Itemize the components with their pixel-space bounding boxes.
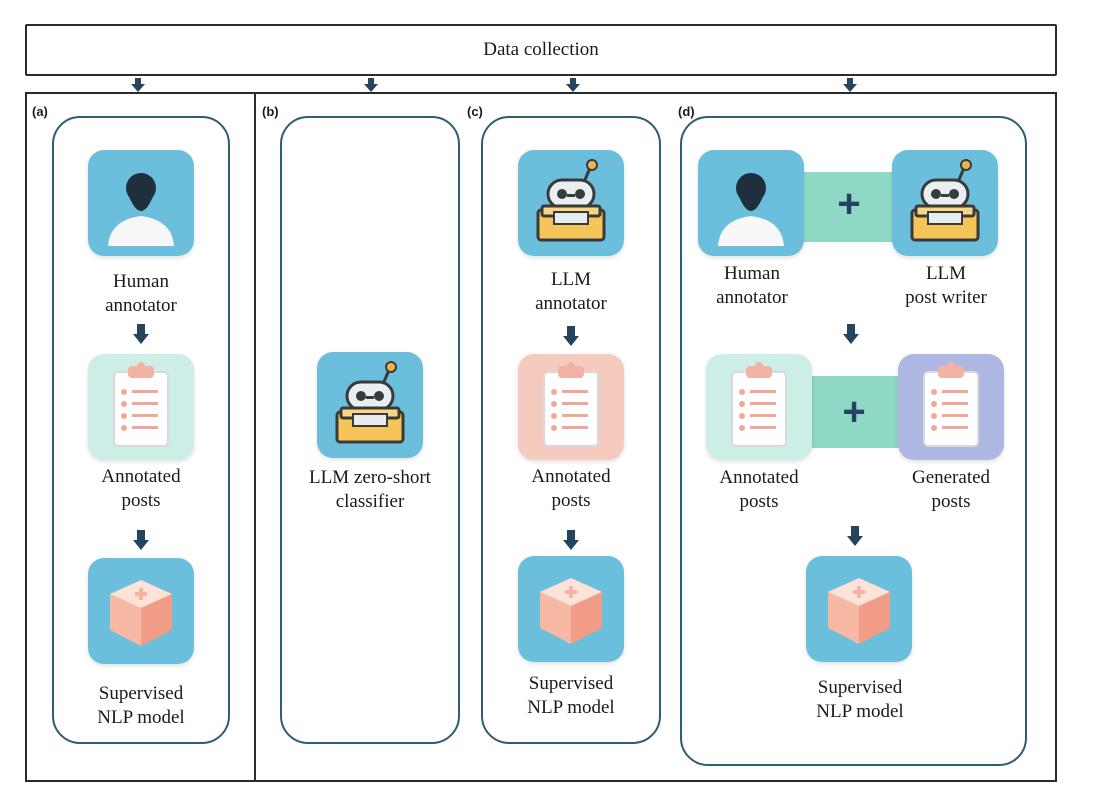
- data-collection-box: Data collection: [25, 24, 1057, 76]
- panel-c-label: (c): [467, 104, 483, 119]
- cube-icon: [806, 556, 912, 662]
- arrow-down-icon: [566, 78, 580, 92]
- arrow-down-icon: [131, 78, 145, 92]
- panel-d-annotated-caption: Annotated posts: [719, 467, 799, 512]
- panel-c-posts-caption: Annotated posts: [531, 466, 611, 511]
- clipboard-icon: [898, 354, 1004, 460]
- generated-posts-tile: [898, 354, 1004, 460]
- panel-d-generated-caption: Generated posts: [911, 467, 991, 512]
- panel-a-posts-caption: Annotated posts: [101, 466, 181, 511]
- human-annotator-tile: [88, 150, 194, 256]
- arrow-down-icon: [133, 530, 149, 550]
- cube-icon: [518, 556, 624, 662]
- arrow-down-icon: [133, 324, 149, 344]
- robot-icon: [518, 150, 624, 256]
- cube-icon: [88, 558, 194, 664]
- annotated-posts-tile: [88, 354, 194, 460]
- panel-a: [52, 116, 230, 744]
- robot-icon: [892, 150, 998, 256]
- robot-icon: [317, 352, 423, 458]
- panel-b-label: (b): [262, 104, 279, 119]
- person-icon: [88, 150, 194, 256]
- nlp-model-tile: [806, 556, 912, 662]
- clipboard-icon: [88, 354, 194, 460]
- panel-d-label: (d): [678, 104, 695, 119]
- arrow-down-icon: [364, 78, 378, 92]
- plus-icon: +: [842, 390, 866, 434]
- panel-c-annotator-caption: LLM annotator: [535, 269, 607, 314]
- data-collection-title: Data collection: [483, 39, 599, 60]
- panel-d-human-caption: Human annotator: [716, 263, 788, 308]
- panel-b: [280, 116, 460, 744]
- llm-classifier-tile: [317, 352, 423, 458]
- human-annotator-tile: [698, 150, 804, 256]
- panel-c: [481, 116, 661, 744]
- arrow-down-icon: [563, 326, 579, 346]
- plus-icon: +: [837, 182, 861, 226]
- panel-a-model-caption: Supervised NLP model: [97, 683, 185, 728]
- panel-b-classifier-caption: LLM zero-short classifier: [309, 467, 431, 512]
- panel-a-label: (a): [32, 104, 48, 119]
- panel-d-llm-caption: LLM post writer: [905, 263, 987, 308]
- panel-d: [680, 116, 1027, 766]
- clipboard-icon: [518, 354, 624, 460]
- arrow-down-icon: [563, 530, 579, 550]
- nlp-model-tile: [518, 556, 624, 662]
- combine-band: [798, 376, 910, 448]
- clipboard-icon: [706, 354, 812, 460]
- panel-c-model-caption: Supervised NLP model: [527, 673, 615, 718]
- annotated-posts-tile: [518, 354, 624, 460]
- combine-band: [790, 172, 910, 242]
- arrow-down-icon: [847, 526, 863, 546]
- llm-annotator-tile: [518, 150, 624, 256]
- arrow-down-icon: [843, 78, 857, 92]
- llm-post-writer-tile: [892, 150, 998, 256]
- person-icon: [698, 150, 804, 256]
- panel-a-annotator-caption: Human annotator: [105, 271, 177, 316]
- nlp-model-tile: [88, 558, 194, 664]
- arrow-down-icon: [843, 324, 859, 344]
- annotated-posts-tile: [706, 354, 812, 460]
- panel-d-model-caption: Supervised NLP model: [816, 677, 904, 722]
